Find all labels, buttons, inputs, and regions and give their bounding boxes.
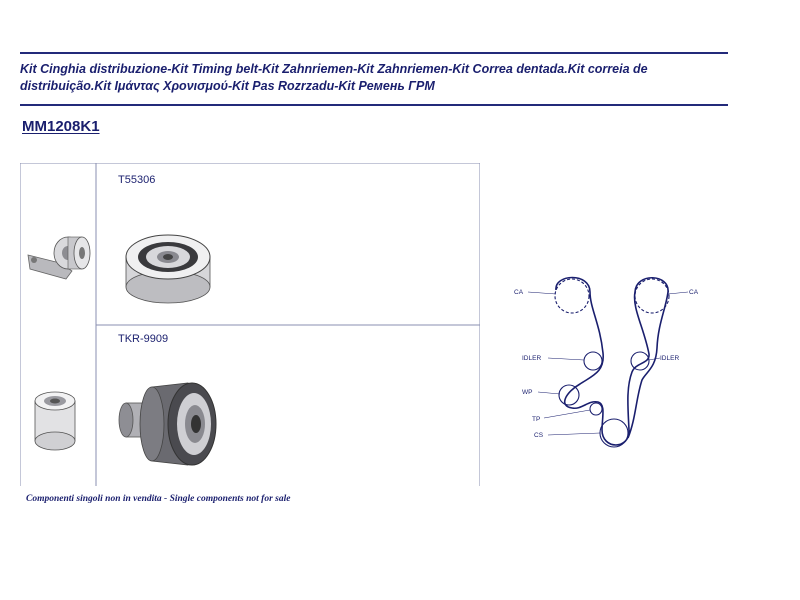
idler-right xyxy=(630,351,650,371)
parts-table xyxy=(20,163,480,486)
top-rule xyxy=(20,52,728,54)
tensioner-pulley xyxy=(589,402,603,416)
kit-code: MM1208K1 xyxy=(22,118,100,135)
label-tp: TP xyxy=(532,416,540,423)
idler-left xyxy=(583,351,603,371)
label-wp: WP xyxy=(522,389,532,396)
label-ca-right: CA xyxy=(689,289,699,296)
label-cs: CS xyxy=(534,432,544,439)
cam-pulley-left xyxy=(554,278,590,314)
cam-pulley-right xyxy=(634,278,670,314)
timing-belt xyxy=(555,276,669,446)
part-code-tkr-9909: TKR-9909 xyxy=(118,333,169,345)
footnote: Componenti singoli non in vendita - Sing… xyxy=(26,494,291,504)
tensioner-bracket-thumbnail xyxy=(27,236,91,280)
title-rule xyxy=(20,104,728,106)
label-idler-right: IDLER xyxy=(660,355,679,362)
water-pump xyxy=(558,384,580,406)
table-frame xyxy=(20,163,480,486)
belt-routing-diagram: CA CA IDLER IDLER WP TP CS xyxy=(514,276,699,448)
t55306-pulley-image xyxy=(125,234,211,304)
part-code-t55306: T55306 xyxy=(118,174,156,186)
idler-pulley-thumbnail xyxy=(34,391,76,451)
tkr-9909-pulley-image xyxy=(118,382,217,466)
kit-title: Kit Cinghia distribuzione-Kit Timing bel… xyxy=(20,62,648,93)
label-idler-left: IDLER xyxy=(522,355,541,362)
label-ca-left: CA xyxy=(514,289,524,296)
